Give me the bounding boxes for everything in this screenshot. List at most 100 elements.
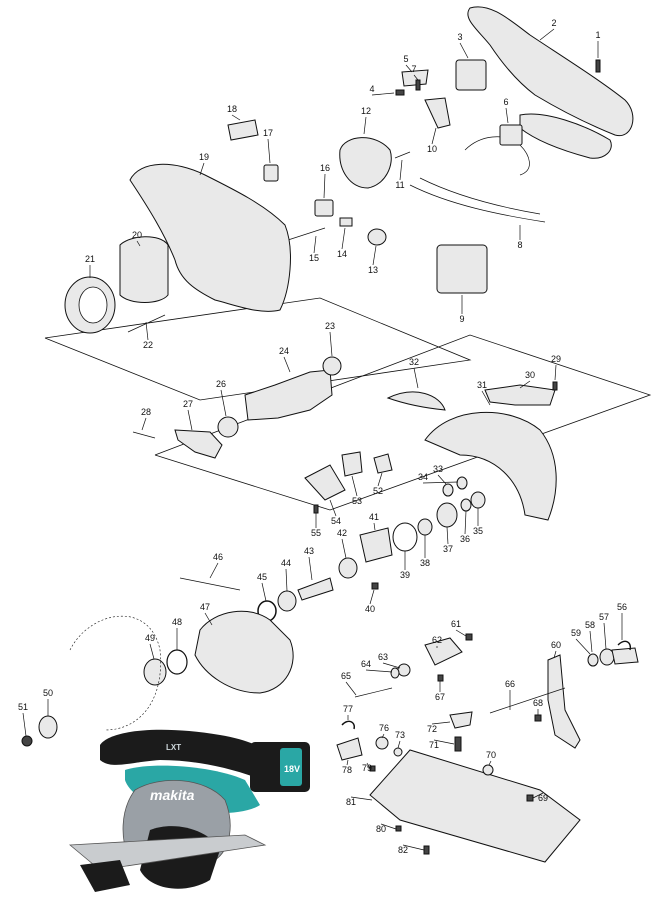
part-number-label: 16 — [320, 163, 330, 173]
name-plate-18 — [227, 119, 259, 141]
part-number-label: 63 — [378, 652, 388, 662]
blade-case-31 — [424, 411, 557, 521]
leader-line-27 — [187, 409, 193, 431]
leader-line-2 — [539, 28, 555, 41]
part-number-label: 24 — [279, 346, 289, 356]
bolt-70 — [482, 764, 494, 776]
leader-line-47 — [204, 612, 213, 626]
leader-line-24 — [283, 356, 291, 373]
controller-6 — [499, 124, 523, 146]
terminal-9 — [436, 244, 488, 294]
part-number-label: 28 — [141, 407, 151, 417]
leader-line-5 — [405, 64, 413, 73]
retaining-ring-77 — [341, 720, 355, 730]
part-number-label: 50 — [43, 688, 53, 698]
leader-line-70 — [488, 760, 492, 766]
part-number-label: 42 — [337, 528, 347, 538]
screw-1 — [595, 59, 601, 73]
o-ring-39 — [392, 522, 418, 552]
part-number-label: 70 — [486, 750, 496, 760]
part-34 — [456, 476, 468, 490]
leader-line-59 — [575, 638, 591, 655]
leader-line-52 — [377, 472, 383, 487]
part-number-label: 65 — [341, 671, 351, 681]
knob-72 — [449, 711, 473, 729]
leader-line-3 — [459, 42, 469, 59]
leader-line-23 — [329, 331, 333, 357]
part-number-label: 47 — [200, 602, 210, 612]
part-63 — [397, 663, 411, 677]
leader-line-6 — [505, 107, 509, 124]
part-number-label: 10 — [427, 144, 437, 154]
carbon-brush-14 — [339, 217, 353, 227]
leader-line-81 — [350, 796, 373, 801]
part-number-label: 81 — [346, 797, 356, 807]
leader-line-58 — [589, 630, 593, 653]
part-number-label: 59 — [571, 628, 581, 638]
leader-line-73 — [397, 740, 401, 749]
part-number-label: 33 — [433, 464, 443, 474]
photo-brand: makita — [150, 787, 195, 803]
part-number-label: 82 — [398, 845, 408, 855]
photo-model-mark: LXT — [166, 743, 181, 752]
nut-80 — [395, 825, 402, 832]
nut-67 — [437, 674, 444, 682]
part-number-label: 69 — [538, 793, 548, 803]
leader-line-40 — [369, 589, 375, 605]
part-number-label: 27 — [183, 399, 193, 409]
handle-housing-lower — [519, 113, 612, 159]
part-number-label: 11 — [395, 180, 404, 190]
handle-housing-group — [64, 6, 634, 334]
leader-line-63 — [382, 662, 401, 669]
leader-line-41 — [373, 522, 376, 531]
assembly-frames — [44, 297, 652, 511]
photo-front-grip — [80, 860, 130, 892]
screw-11 — [394, 151, 411, 159]
part-number-label: 61 — [451, 619, 461, 629]
part-number-label: 31 — [477, 380, 487, 390]
part-number-label: 80 — [376, 824, 386, 834]
part-number-label: 17 — [263, 128, 273, 138]
part-number-label: 54 — [331, 516, 341, 526]
lead-wire-8 — [409, 177, 546, 223]
part-number-label: 55 — [311, 528, 321, 538]
leader-line-72 — [431, 721, 451, 725]
safety-cover-47 — [194, 610, 294, 694]
part-number-label: 78 — [342, 765, 352, 775]
bearing-44 — [277, 590, 297, 612]
part-76 — [375, 736, 389, 750]
leader-line-30 — [519, 380, 531, 389]
leader-line-20 — [136, 240, 141, 247]
part-number-label: 18 — [227, 104, 237, 114]
part-number-label: 68 — [533, 698, 543, 708]
part-number-label: 8 — [517, 240, 522, 250]
leader-line-26 — [220, 389, 227, 417]
leader-line-80 — [380, 823, 397, 830]
part-number-label: 36 — [460, 534, 470, 544]
part-number-label: 37 — [443, 544, 453, 554]
leader-line-82 — [402, 844, 425, 851]
part-30 — [484, 384, 556, 406]
compression-spring-4 — [395, 89, 405, 96]
bearing-box-41 — [359, 527, 393, 563]
leader-line-18 — [231, 114, 241, 121]
part-number-label: 38 — [420, 558, 430, 568]
washer-38 — [417, 518, 433, 536]
leader-line-37 — [446, 526, 449, 545]
leader-line-71 — [433, 739, 455, 745]
leader-line-13 — [372, 245, 377, 266]
part-number-label: 12 — [361, 106, 371, 116]
leader-line-46 — [209, 562, 219, 579]
armature-group — [21, 356, 558, 747]
retaining-ring-56 — [617, 640, 632, 651]
leader-line-31 — [481, 390, 491, 406]
part-number-label: 51 — [18, 702, 28, 712]
part-59 — [587, 653, 599, 667]
leader-line-17 — [267, 138, 271, 164]
leader-line-22 — [145, 321, 149, 341]
part-number-label: 22 — [143, 340, 153, 350]
leader-line-42 — [341, 538, 347, 559]
part-number-label: 76 — [379, 723, 389, 733]
photo-handle — [100, 729, 280, 785]
part-number-label: 45 — [257, 572, 267, 582]
